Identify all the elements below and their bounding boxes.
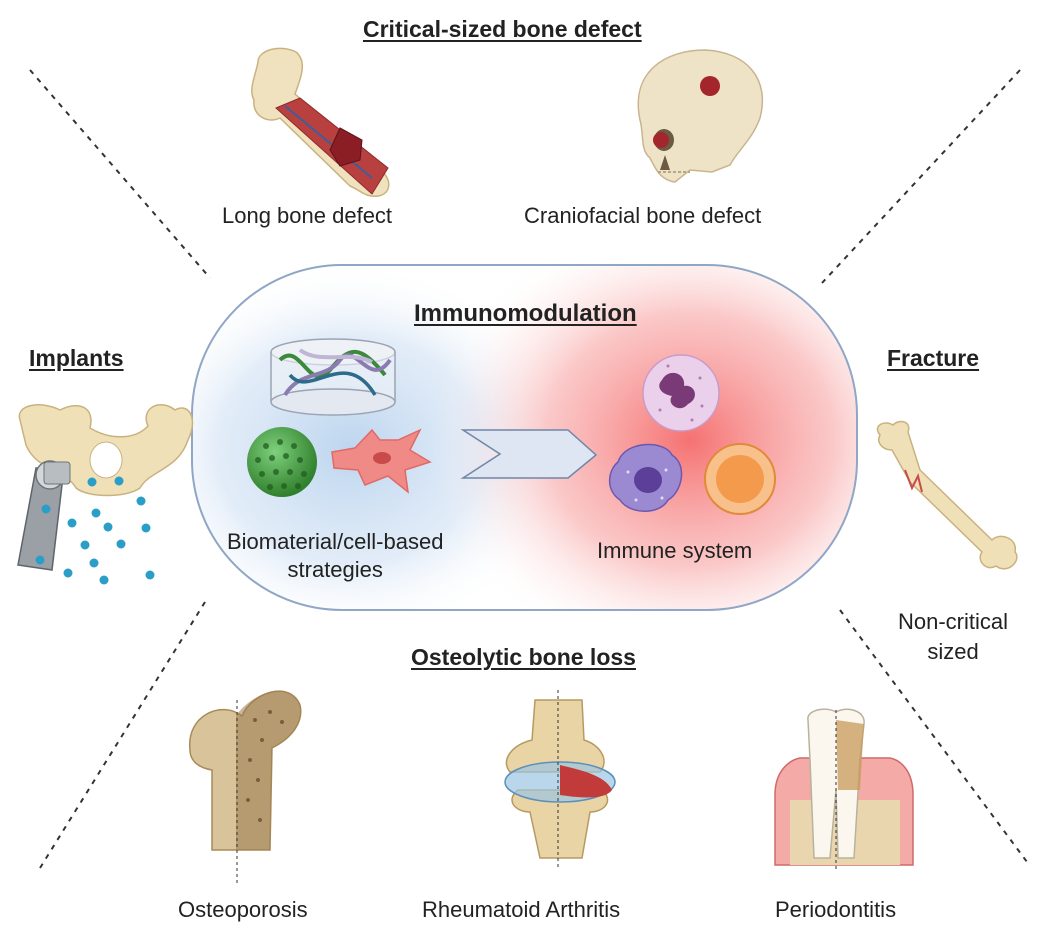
microsphere-icon [247, 427, 317, 497]
lymphocyte-icon [704, 443, 776, 515]
heading-osteolytic-bone-loss: Osteolytic bone loss [411, 644, 636, 670]
label-periodontitis: Periodontitis [775, 897, 897, 922]
divider-top-left [29, 69, 211, 279]
label-noncritical-line1: Non-critical [898, 609, 1009, 634]
hydrogel-scaffold-icon [270, 338, 396, 416]
label-biomaterial-line2: strategies [287, 557, 383, 582]
capsule-border [191, 264, 858, 611]
divider-bottom-right [839, 609, 1031, 867]
divider-bottom-left [39, 601, 206, 869]
label-osteoporosis: Osteoporosis [178, 897, 308, 922]
arthritic-knee-icon [504, 690, 616, 870]
neutrophil-icon [642, 354, 720, 432]
immune-glow [430, 265, 857, 610]
wear-particles [35, 476, 155, 585]
osteoporotic-femur-icon [189, 690, 302, 885]
long-bone-icon [251, 47, 390, 198]
dashed-dividers [29, 69, 1031, 869]
label-non-critical-sized: Non-critical sized [898, 607, 1008, 667]
heading-immunomodulation: Immunomodulation [414, 300, 637, 327]
label-craniofacial-bone-defect: Craniofacial bone defect [524, 203, 762, 228]
heading-fracture: Fracture [887, 345, 980, 371]
fractured-femur-icon [876, 420, 1018, 570]
skull-icon [637, 49, 764, 183]
arrow-icon [460, 429, 598, 479]
pelvis-implant-icon [17, 404, 194, 571]
label-immune-system: Immune system [597, 538, 753, 563]
fibroblast-icon [331, 428, 432, 494]
tooth-periodontitis-icon [774, 708, 914, 870]
label-noncritical-line2: sized [927, 639, 979, 664]
label-rheumatoid-arthritis: Rheumatoid Arthritis [422, 897, 621, 922]
label-biomaterial-strategies: Biomaterial/cell-based strategies [227, 528, 443, 584]
macrophage-icon [608, 443, 683, 512]
divider-top-right [821, 69, 1021, 284]
label-long-bone-defect: Long bone defect [222, 203, 393, 228]
heading-critical-sized-bone-defect: Critical-sized bone defect [363, 16, 642, 42]
label-biomaterial-line1: Biomaterial/cell-based [227, 529, 444, 554]
heading-implants: Implants [29, 345, 124, 371]
